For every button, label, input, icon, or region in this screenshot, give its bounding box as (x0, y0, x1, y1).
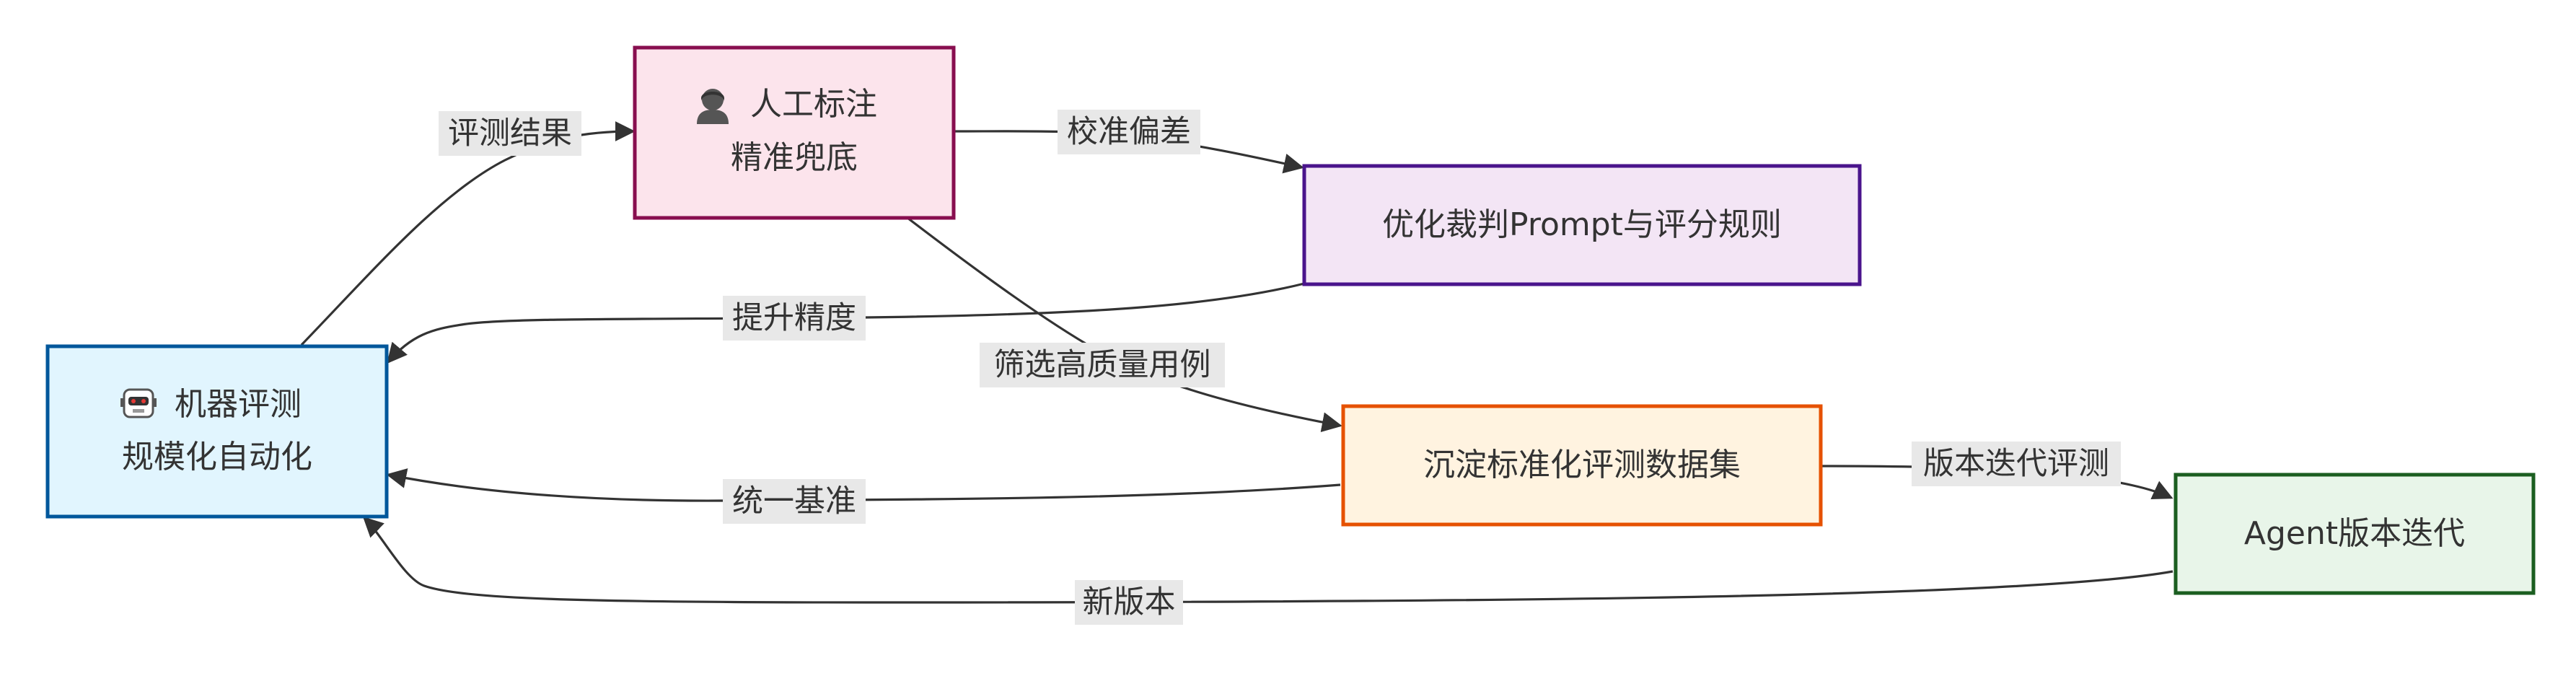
edge-label-bg (723, 479, 866, 524)
node-dataset: 沉淀标准化评测数据集 (1341, 404, 1823, 527)
robot-icon (120, 388, 157, 418)
edge-label-dataset-to-agent: 版本迭代评测 (1923, 446, 2109, 482)
edge-machine-to-human (300, 121, 636, 346)
edge-label-human-to-dataset: 筛选高质量用例 (994, 347, 1211, 383)
edge-label-agent-to-machine: 新版本 (1083, 584, 1176, 620)
node-dataset-box (1341, 404, 1823, 527)
node-optimize: 优化裁判Prompt与评分规则 (1302, 164, 1862, 286)
person-icon (697, 89, 729, 124)
edge-label-bg (1058, 110, 1200, 154)
node-machine-line2: 规模化自动化 (122, 439, 312, 475)
node-human: 人工标注 精准兜底 (633, 45, 956, 220)
node-optimize-label: 优化裁判Prompt与评分规则 (1382, 206, 1782, 243)
edge-label-dataset-to-machine: 统一基准 (732, 483, 856, 519)
node-machine-line1: 机器评测 (175, 386, 302, 423)
edge-label-bg (723, 296, 866, 341)
edge-labels: 评测结果 校准偏差 提升精度 筛选高质量用例 统一基准 版本迭代评测 新版本 (439, 110, 2121, 625)
node-agent-label: Agent版本迭代 (2244, 515, 2465, 552)
edge-label-optimize-to-machine: 提升精度 (732, 300, 856, 336)
node-optimize-box (1302, 164, 1862, 286)
node-dataset-label: 沉淀标准化评测数据集 (1423, 447, 1741, 483)
node-human-box (633, 45, 956, 220)
edge-label-human-to-optimize: 校准偏差 (1067, 114, 1191, 150)
edges (300, 121, 2173, 604)
edge-label-bg (1912, 442, 2121, 486)
node-agent: Agent版本迭代 (2173, 473, 2536, 595)
edge-human-to-dataset (907, 216, 1342, 433)
node-human-line2: 精准兜底 (731, 139, 858, 176)
edge-label-bg (439, 111, 581, 156)
node-machine-box (45, 344, 389, 519)
node-machine: 机器评测 规模化自动化 (45, 344, 389, 519)
edge-label-machine-to-human: 评测结果 (448, 115, 572, 152)
edge-label-bg (1075, 580, 1183, 625)
node-human-line1: 人工标注 (750, 86, 877, 123)
node-agent-box (2173, 473, 2536, 595)
edge-agent-to-machine (362, 517, 2173, 604)
edge-label-bg (980, 343, 1225, 387)
